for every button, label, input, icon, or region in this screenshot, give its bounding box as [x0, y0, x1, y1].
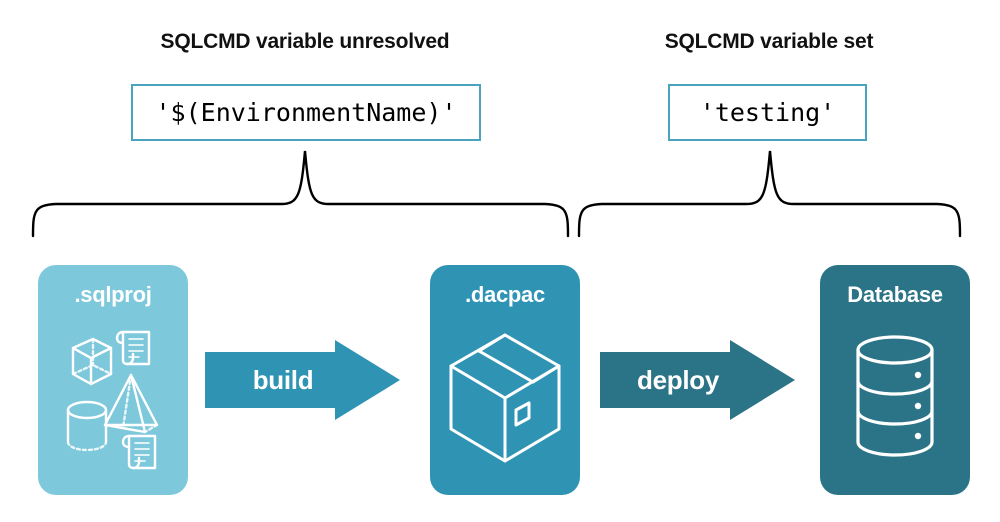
stage-box-database: Database	[820, 265, 970, 495]
arrow-build-shape	[205, 340, 400, 420]
arrow-deploy-shape	[600, 340, 795, 420]
database-cylinder-icon	[856, 334, 934, 457]
left-scope-brace	[31, 150, 570, 238]
heading-sqlcmd-variable-set: SQLCMD variable set	[664, 30, 874, 53]
stage-box-dacpac: .dacpac	[430, 265, 580, 495]
stage-label-dacpac: .dacpac	[465, 282, 545, 307]
scroll-icon	[121, 434, 157, 469]
code-box-testing: 'testing'	[668, 84, 867, 141]
cylinder-icon	[66, 400, 108, 451]
code-box-environment-name: '$(EnvironmentName)'	[131, 84, 481, 141]
stage-box-sqlproj: .sqlproj	[38, 265, 188, 495]
arrow-deploy: deploy	[600, 340, 800, 420]
scroll-icon	[115, 330, 151, 365]
pyramid-icon	[103, 373, 159, 433]
stage-label-sqlproj: .sqlproj	[74, 282, 152, 307]
arrow-deploy-label: deploy	[637, 364, 719, 395]
arrow-build: build	[205, 340, 405, 420]
arrow-build-label: build	[252, 364, 314, 395]
stage-label-database: Database	[847, 282, 943, 307]
sqlproj-object-icons	[38, 317, 188, 482]
package-box-icon	[449, 333, 561, 462]
sqlproj-icon-cluster	[66, 330, 159, 469]
right-scope-brace	[577, 150, 962, 238]
database-art	[820, 317, 970, 482]
cube-icon	[71, 337, 113, 385]
dacpac-package-art	[430, 317, 580, 482]
heading-sqlcmd-variable-unresolved: SQLCMD variable unresolved	[160, 30, 450, 53]
